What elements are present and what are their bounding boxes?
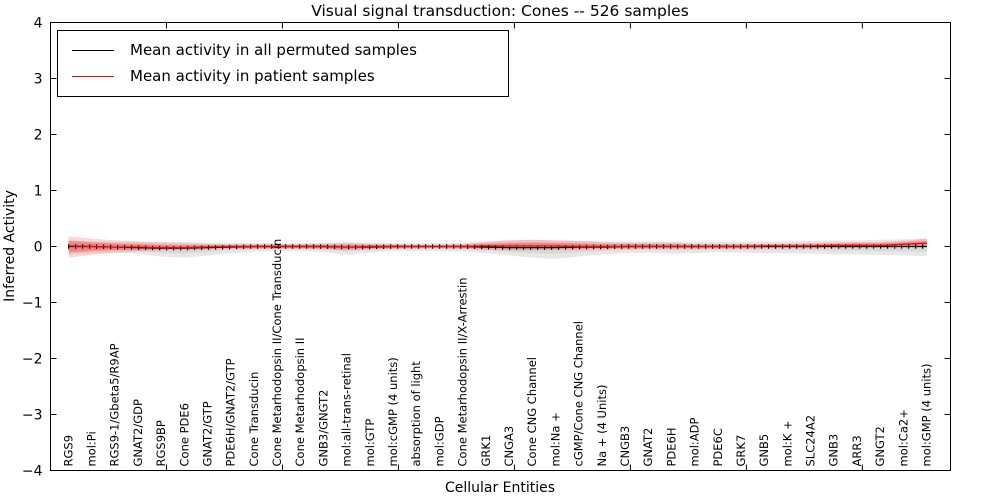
y-tick-label: 0 <box>34 240 43 256</box>
x-category-label: SLC24A2 <box>804 415 818 467</box>
x-category-label: GNB3/GNGT2 <box>316 390 330 467</box>
x-category-label: GNAT2/GDP <box>131 399 145 466</box>
permuted-marker <box>851 244 854 249</box>
permuted-marker <box>536 245 539 250</box>
patient-band-inner <box>68 240 927 253</box>
y-tick-label: 1 <box>34 184 43 200</box>
permuted-marker <box>487 244 490 250</box>
x-category-label: mol:GMP (4 units) <box>920 364 934 467</box>
x-category-label: cGMP/Cone CNG Channel <box>572 321 586 466</box>
x-category-label: Cone Metarhodopsin II/X-Arrestin <box>456 277 470 466</box>
x-category-label: GNB3 <box>827 434 841 467</box>
permuted-marker <box>508 245 511 250</box>
x-category-label: mol:Pi <box>84 431 98 466</box>
x-category-label: GNB5 <box>757 434 771 467</box>
y-tick-label: −4 <box>22 464 43 480</box>
patient-mean-line <box>68 242 927 249</box>
x-category-label: mol:ADP <box>688 417 702 466</box>
x-category-label: PDE6C <box>711 428 725 466</box>
permuted-marker <box>914 244 917 249</box>
x-axis-label: Cellular Entities <box>445 480 555 496</box>
permuted-marker <box>865 244 868 249</box>
y-tick-label: −2 <box>22 352 43 368</box>
x-category-label: Na + (4 Units) <box>595 385 609 467</box>
permuted-marker <box>872 244 875 249</box>
x-category-label: PDE6H/GNAT2/GTP <box>224 358 238 466</box>
permuted-marker <box>529 245 532 250</box>
chart-title: Visual signal transduction: Cones -- 526… <box>311 2 689 20</box>
permuted-marker <box>494 245 497 250</box>
x-category-label: RGS9-1/Gbeta5/R9AP <box>108 343 122 466</box>
permuted-marker <box>837 244 840 249</box>
x-category-label: mol:cGMP (4 units) <box>386 357 400 466</box>
x-category-label: ARR3 <box>850 435 864 466</box>
permuted-marker <box>823 244 826 249</box>
permuted-line-sample <box>72 49 114 51</box>
x-category-label: RGS9 <box>61 435 75 467</box>
x-category-label: mol:Ca2+ <box>896 409 910 466</box>
permuted-marker <box>844 244 847 249</box>
x-category-label: GNAT2/GTP <box>200 401 214 466</box>
patient-line-sample <box>72 75 114 77</box>
permuted-marker <box>830 244 833 249</box>
permuted-marker <box>543 245 546 250</box>
y-tick-label: 2 <box>34 128 43 144</box>
y-tick-label: 4 <box>34 16 43 32</box>
x-category-label: GRK7 <box>734 435 748 467</box>
permuted-marker <box>564 245 567 250</box>
x-category-label: mol:Na + <box>548 412 562 466</box>
permuted-marker <box>480 244 483 250</box>
permuted-marker <box>858 244 861 249</box>
legend-item-permuted: Mean activity in all permuted samples <box>58 37 508 63</box>
permuted-marker <box>522 245 525 250</box>
legend-item-patient: Mean activity in patient samples <box>58 63 508 89</box>
x-category-label: RGS9BP <box>154 420 168 466</box>
x-category-label: absorption of light <box>409 361 423 467</box>
x-category-label: Cone Metarhodopsin II <box>293 337 307 466</box>
x-category-label: GNAT2 <box>641 428 655 467</box>
x-category-label: mol:GTP <box>363 419 377 467</box>
x-category-label: CNGA3 <box>502 426 516 467</box>
permuted-marker <box>816 244 819 249</box>
x-category-label: GRK1 <box>479 435 493 467</box>
x-category-label: Cone Metarhodopsin II/Cone Transducin <box>270 239 284 467</box>
permuted-marker <box>571 245 574 250</box>
x-category-label: Cone PDE6 <box>177 403 191 466</box>
x-category-label: PDE6H <box>664 427 678 466</box>
permuted-band-outer <box>68 238 927 259</box>
x-category-label: CNGB3 <box>618 426 632 467</box>
permuted-marker <box>907 244 910 249</box>
permuted-marker <box>900 244 903 249</box>
x-category-label: GNGT2 <box>873 426 887 466</box>
legend-label-patient: Mean activity in patient samples <box>130 67 375 85</box>
legend-label-permuted: Mean activity in all permuted samples <box>130 41 417 59</box>
x-category-label: mol:all-trans-retinal <box>340 353 354 466</box>
y-axis-label: Inferred Activity <box>2 190 18 302</box>
permuted-marker <box>550 245 553 250</box>
permuted-marker <box>501 245 504 250</box>
legend: Mean activity in all permuted samples Me… <box>57 30 509 97</box>
y-tick-label: −1 <box>22 296 43 312</box>
permuted-marker <box>557 245 560 250</box>
permuted-marker <box>879 244 882 249</box>
x-category-label: mol:GDP <box>432 416 446 466</box>
x-category-label: Cone CNG Channel <box>525 357 539 467</box>
x-category-label: mol:K + <box>780 420 794 466</box>
x-category-label: Cone Transducin <box>247 372 261 467</box>
y-tick-label: 3 <box>34 72 43 88</box>
permuted-marker <box>886 244 889 249</box>
y-tick-label: −3 <box>22 408 43 424</box>
permuted-marker <box>515 245 518 250</box>
permuted-marker <box>921 244 924 249</box>
permuted-marker <box>893 244 896 249</box>
